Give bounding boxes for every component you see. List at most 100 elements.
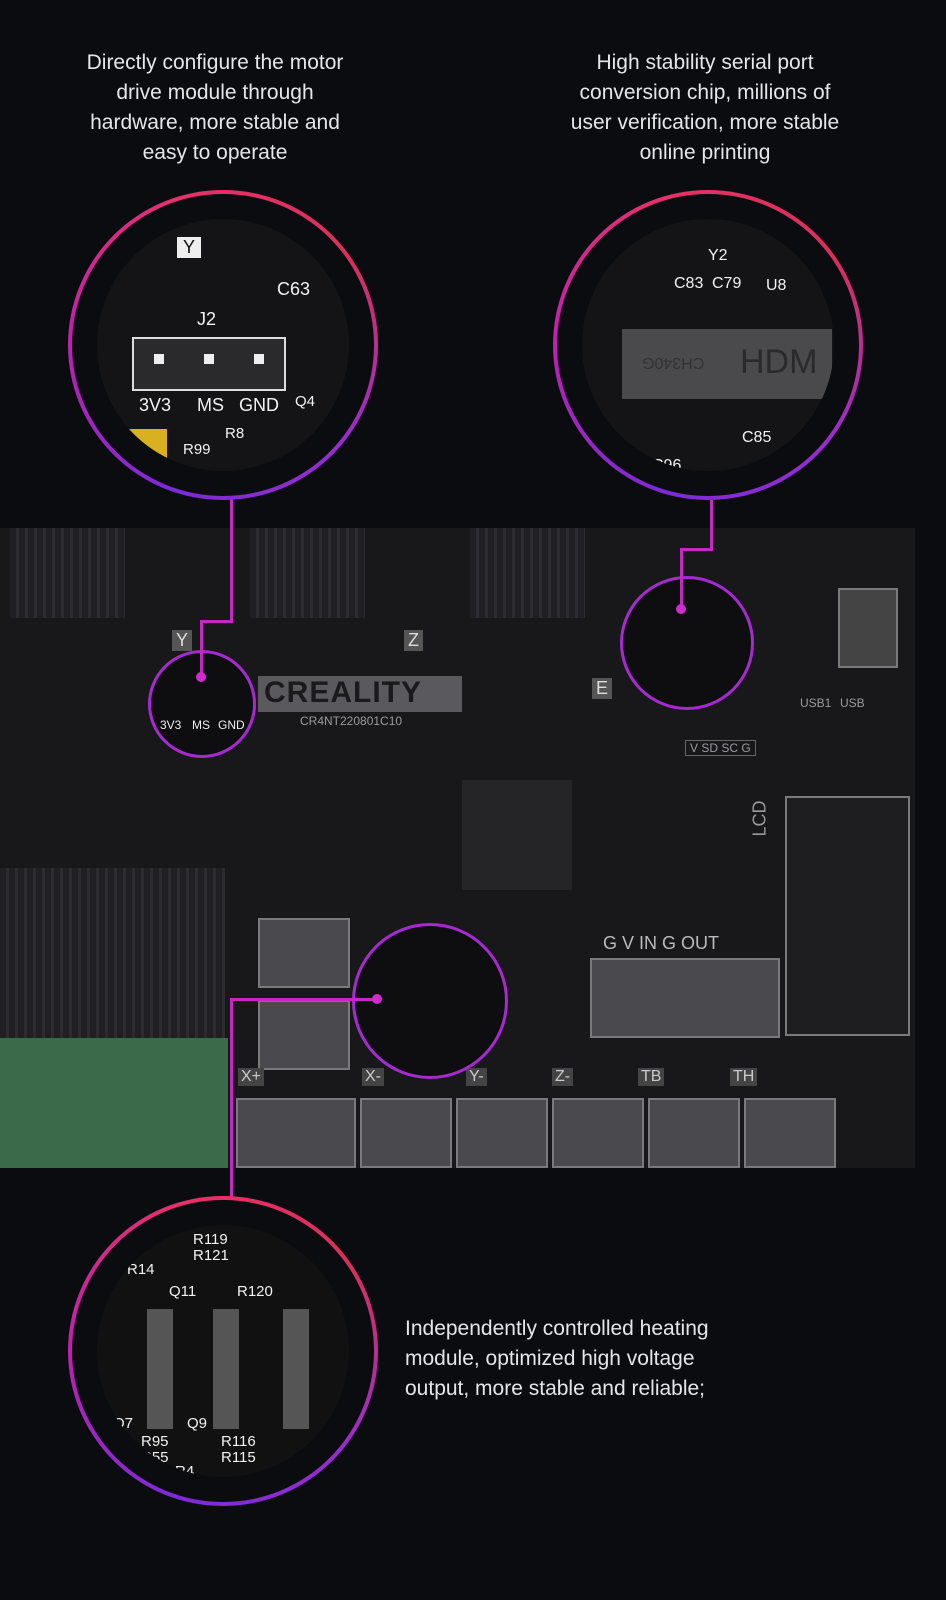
pcb-label: R115	[221, 1449, 256, 1466]
jst-connector	[648, 1098, 740, 1168]
usb-label: USB1	[800, 696, 832, 710]
caption-serial-chip: High stability serial port conversion ch…	[520, 48, 890, 168]
chip-logo: HDM	[740, 343, 818, 381]
pin-label: 3V3	[139, 395, 172, 415]
pcb-label: R4	[175, 1463, 195, 1477]
mosfet	[283, 1309, 309, 1429]
header-pin	[204, 354, 214, 364]
heatsink	[0, 868, 225, 1038]
pcb-label: R8	[225, 425, 245, 442]
caption-line: user verification, more stable	[570, 111, 840, 134]
jst-connector	[456, 1098, 548, 1168]
chip-marking: CH340G	[642, 354, 705, 371]
pcb-label: R55	[141, 1449, 169, 1466]
caption-motor-module: Directly configure the motor drive modul…	[30, 48, 400, 168]
caption-line: online printing	[639, 141, 771, 164]
caption-line: module, optimized high voltage	[405, 1347, 695, 1370]
jumper-header	[132, 337, 286, 391]
pcb-label: C85	[742, 429, 772, 446]
pcb-label: R120	[237, 1283, 273, 1300]
heatsink	[250, 528, 365, 618]
usb-label: USB	[840, 696, 865, 710]
connector-line	[710, 500, 713, 550]
caption-line: High stability serial port	[596, 51, 814, 74]
pcb-label: Y2	[708, 247, 728, 264]
jumper-label: MS	[192, 718, 210, 732]
caption-line: easy to operate	[142, 141, 288, 164]
connector-label: Z-	[552, 1068, 574, 1086]
zoom-circle-mosfets: R119 R121 R14 Q11 R120 Q7 Q9 R95 R55 R11…	[68, 1196, 378, 1506]
jst-connector	[236, 1098, 356, 1168]
pcb-label: Q7	[113, 1415, 134, 1432]
connector-line	[230, 998, 233, 1198]
fan-connector	[258, 1000, 350, 1070]
header-pin	[154, 354, 164, 364]
header-pin	[254, 354, 264, 364]
pcb-label: Q11	[169, 1283, 197, 1300]
zoom-circle-jumper: Y C63 J2 3V3 MS GND Q4 R8 R99	[68, 190, 378, 500]
caption-line: Independently controlled heating	[405, 1317, 709, 1340]
pcb-label: R119	[193, 1231, 228, 1248]
axis-label-y: Y	[172, 630, 193, 651]
pcb-label: Q9	[187, 1415, 208, 1432]
connector-label: TB	[638, 1068, 665, 1086]
pcb-label: R99	[183, 441, 211, 458]
connector-line	[200, 620, 203, 675]
pcb-label: J2	[197, 309, 217, 329]
caption-line: output, more stable and reliable;	[405, 1377, 706, 1400]
axis-label-z: Z	[404, 630, 423, 651]
pcb-label: U8	[766, 277, 787, 294]
connector-dot	[372, 994, 382, 1004]
pin-label: GND	[239, 395, 279, 415]
heatsink	[10, 528, 125, 618]
pcb-label: R95	[141, 1433, 169, 1450]
connector-dot	[196, 672, 206, 682]
connector-label: X+	[238, 1068, 265, 1086]
pcb-label: C79	[712, 275, 742, 292]
zoom-circle-serial-chip: Y2 C83 C79 U8 CH340G HDM C85 C96	[553, 190, 863, 500]
pcb-label: Q4	[295, 393, 316, 410]
connector-line	[230, 498, 233, 623]
connector-line	[200, 620, 232, 623]
caption-line: drive module through	[116, 81, 314, 104]
pcb-label: C83	[674, 275, 704, 292]
caption-line: conversion chip, millions of	[579, 81, 831, 104]
connector-line	[680, 548, 683, 608]
mainboard-image: Y Z E CREALITY CR4NT220801C10 V SD SC G …	[0, 528, 915, 1168]
connector-label: Y-	[466, 1068, 487, 1086]
usb-port	[838, 588, 898, 668]
mosfet	[147, 1309, 173, 1429]
connector-label: X-	[362, 1068, 384, 1086]
connector-label: TH	[730, 1068, 758, 1086]
serial-chip-highlight	[620, 576, 754, 710]
connector-line	[680, 548, 713, 551]
pin-label: MS	[197, 395, 224, 415]
fan-header-label: G V IN G OUT	[603, 933, 720, 953]
jst-connector	[552, 1098, 644, 1168]
mosfet	[213, 1309, 239, 1429]
jumper-label: GND	[218, 718, 245, 732]
fan-connector	[590, 958, 780, 1038]
spi-header-label: V SD SC G	[685, 740, 756, 756]
lcd-connector	[785, 796, 910, 1036]
lcd-label: LCD	[749, 800, 770, 837]
mcu-chip	[462, 780, 572, 890]
jumper-label: 3V3	[160, 718, 182, 732]
board-model: CR4NT220801C10	[300, 714, 403, 728]
pcb-label: Y	[177, 237, 202, 258]
ch340g-chip: CH340G HDM	[622, 329, 832, 399]
pcb-label: R121	[193, 1247, 229, 1264]
pcb-label: C63	[277, 279, 311, 299]
caption-heating-module: Independently controlled heating module,…	[405, 1314, 825, 1404]
pcb-label: C96	[652, 457, 682, 471]
pcb-label: R14	[127, 1261, 155, 1278]
jst-connector	[360, 1098, 452, 1168]
capacitor	[127, 429, 167, 469]
brand-logo: CREALITY	[258, 676, 462, 712]
caption-line: Directly configure the motor	[86, 51, 344, 74]
caption-line: hardware, more stable and	[90, 111, 340, 134]
fan-connector	[258, 918, 350, 988]
heatsink	[470, 528, 585, 618]
connector-dot	[676, 604, 686, 614]
pcb-label: R116	[221, 1433, 256, 1450]
